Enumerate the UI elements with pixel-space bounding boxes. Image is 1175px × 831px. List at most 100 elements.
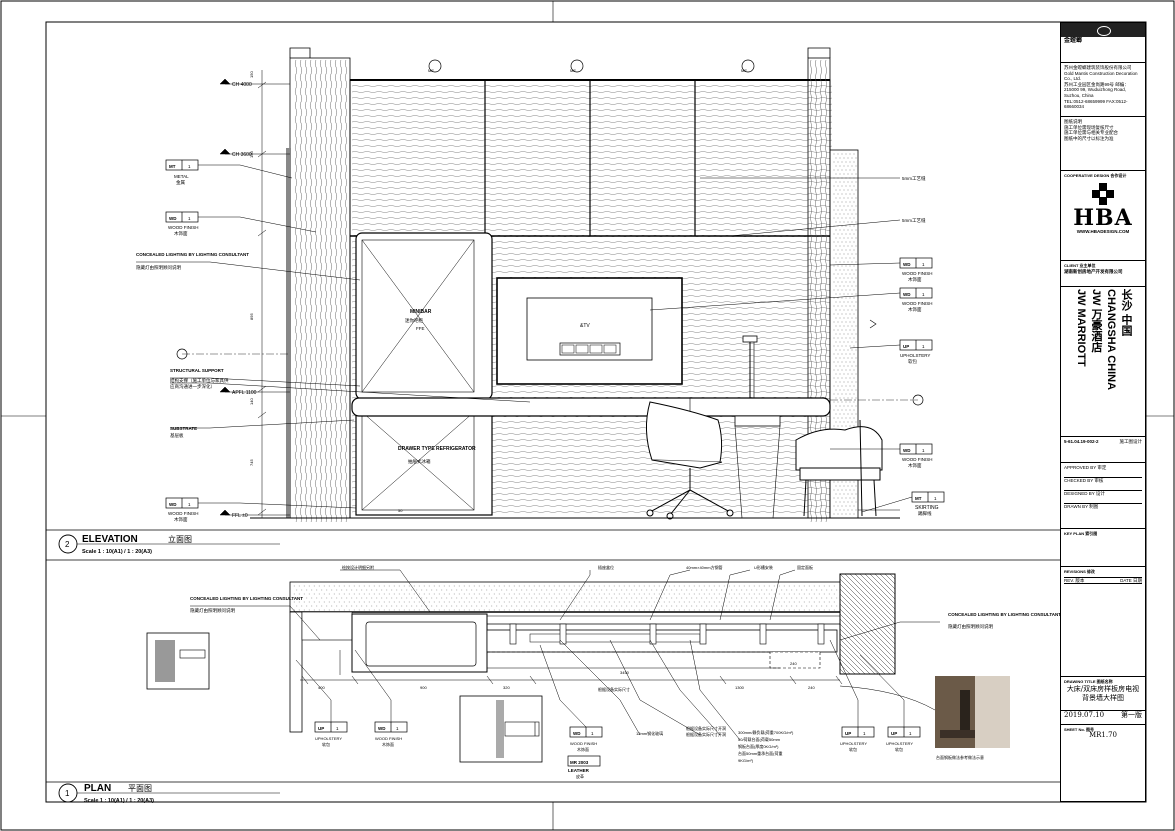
checked-label: CHECKED BY 审核: [1064, 478, 1142, 491]
tag-right-code-4: MT: [915, 496, 922, 501]
plan-tag-label-2: WOOD FINISH: [570, 741, 597, 746]
client-label: CLIENT 业主单位: [1064, 263, 1096, 268]
armchair: [795, 419, 883, 517]
plan-mr-tag: MR 2003: [570, 760, 589, 765]
key-plan-label: KEY PLAN 索引图: [1064, 531, 1098, 536]
plan-leather-cn: 皮革: [576, 773, 584, 779]
label-concealed-lighting-plan-right-cn: 隐藏灯由照明顾问说明: [948, 623, 993, 630]
project-stage: 施工图设计: [1119, 439, 1143, 444]
company-logo-band: [1061, 23, 1145, 37]
dim-left-0: 150: [249, 71, 254, 78]
date-label: DATE 日期: [1120, 577, 1142, 583]
label-wood-finish-r3: WOOD FINISH: [902, 457, 933, 462]
drawing-issue: 第一版: [1121, 711, 1142, 719]
key-plan-cell: KEY PLAN 索引图: [1061, 529, 1145, 567]
plan-tag-label-3: UPHOLSTERY: [840, 741, 867, 746]
tag-right-code-1: WD: [903, 292, 911, 297]
project-cn-2: 长沙 中国: [1120, 289, 1132, 337]
elevation-title-cn: 立面图: [168, 534, 192, 544]
label-ffe: FFE: [416, 326, 425, 331]
note-3: 图纸中的尺寸以标注为准: [1064, 135, 1114, 141]
dim-left-3: 745: [249, 459, 254, 466]
label-wood-finish-r0: WOOD FINISH: [902, 271, 933, 276]
label-upholstery-r-cn: 软包: [908, 358, 917, 365]
plan-leader-bottom-1: 根据设备实际尺寸开洞: [686, 725, 726, 731]
plan-leather: LEATHER: [568, 768, 590, 773]
client-name: 湖南新创房地产开发有限公司: [1064, 268, 1123, 274]
label-skirting-cn: 踢脚线: [918, 510, 932, 517]
tag-left-num-2: 1: [188, 502, 191, 507]
company-tel: TEL:0512-68659999 FAX:0512-68660034: [1064, 98, 1128, 110]
client-cell: CLIENT 业主单位 湖南新创房地产开发有限公司: [1061, 261, 1145, 287]
plan-tag-num-1: 1: [396, 726, 399, 731]
plan-dim-5: 240: [790, 661, 797, 666]
project-en-2: CHANGSHA CHINA: [1105, 289, 1117, 391]
date-cell: 2019.07.10 第一版: [1061, 711, 1145, 725]
plan-leader-top-3: U形槽安装: [754, 564, 773, 570]
tag-left-code-2: WD: [169, 502, 177, 507]
label-structural-cn: 结构支撑（施工单位与家具供应商沟通进一步深化）: [170, 378, 229, 389]
plan-leader-top-4: 固定面板: [797, 564, 813, 570]
company-logo-text: 金螳螂: [1064, 38, 1083, 44]
label-wood-finish-left-2: WOOD FINISH: [168, 511, 199, 516]
company-en: Gold Mantis Construction Decoration Co.,…: [1064, 70, 1138, 82]
plan-leader-bottom-4: 50/荷载台面(荷载50mm: [738, 736, 781, 742]
label-metal: METAL: [174, 174, 189, 179]
plan-leader-bottom-6: 台面50mm重承台面(荷重: [738, 750, 782, 756]
plan-tag-label-cn-1: 木饰面: [382, 741, 394, 747]
plan-tag-code-4: UP: [891, 731, 897, 736]
elevation-number: 2: [65, 540, 70, 549]
plan-leader-bottom-7: 9KG/m²): [738, 758, 754, 763]
plan-tag-code-2: WD: [573, 731, 581, 736]
plan-tag-num-0: 1: [336, 726, 339, 731]
level-ch-3600: CH 3600: [232, 152, 252, 158]
plan-dim-3: 3450: [620, 670, 630, 675]
tag-left-code-1: WD: [169, 216, 177, 221]
photo-caption: 台面钢板做法参考做法示意: [936, 754, 984, 760]
hba-logo: HBA: [1073, 204, 1133, 231]
label-drawer-fridge: DRAWER TYPE REFRIGERATOR: [398, 446, 476, 452]
plan-tag-num-2: 1: [591, 731, 594, 736]
designed-label: DESIGNED BY 设计: [1064, 491, 1142, 504]
plan-tag-code-0: UP: [318, 726, 324, 731]
label-wood-finish-left-2-cn: 木饰面: [174, 516, 188, 523]
tag-left-num-1: 1: [188, 216, 191, 221]
title-block: 金螳螂 苏州金螳螂建筑装饰股份有限公司 Gold Mantis Construc…: [1060, 22, 1146, 802]
plan-title: PLAN: [84, 783, 111, 794]
signature-cell: APPROVED BY 审定 CHECKED BY 审核 DESIGNED BY…: [1061, 463, 1145, 529]
section-ref-2: ME: [741, 68, 747, 73]
plan-tag-label-cn-0: 软包: [322, 741, 330, 747]
company-cn: 苏州金螳螂建筑装饰股份有限公司: [1064, 65, 1132, 70]
level-ch-4000: CH 4000: [232, 82, 252, 88]
note-1: 施工单位需现场复核尺寸: [1064, 124, 1114, 130]
plan-tag-code-3: UP: [845, 731, 851, 736]
plan-tag-label-0: UPHOLSTERY: [315, 736, 342, 741]
plan-dim-0: 400: [318, 685, 325, 690]
level-ffl: FFL ±0: [232, 513, 248, 519]
cooperative-label: COOPERATIVE DESIGN 合作设计: [1064, 173, 1127, 178]
plan-scale: Scale 1 : 10(A1) / 1 : 20(A3): [84, 798, 154, 804]
plan-number: 1: [65, 789, 70, 798]
elevation-title-block: [46, 529, 1060, 561]
tag-right-code-3: WD: [903, 448, 911, 453]
elevation-drawing: [136, 47, 945, 523]
approved-label: APPROVED BY 审定: [1064, 465, 1142, 478]
tag-right-num-3: 1: [922, 448, 925, 453]
label-wood-finish-left-cn: 木饰面: [174, 230, 188, 237]
plan-tag-num-4: 1: [909, 731, 912, 736]
note-0: 图纸说明: [1064, 119, 1082, 124]
plan-tag-code-1: WD: [378, 726, 386, 731]
label-concealed-lighting-elev-cn: 隐藏灯由照明顾问说明: [136, 264, 181, 271]
label-tv: &TV: [580, 323, 590, 329]
label-wood-finish-r1: WOOD FINISH: [902, 301, 933, 306]
revisions-cell: REVISIONS 修改 REV. 版本 DATE 日期: [1061, 567, 1145, 677]
tag-right-code-0: WD: [903, 262, 911, 267]
hba-site: WWW.HBADESIGN.COM: [1076, 228, 1130, 234]
plan-leader-bottom-3: 300mm/静负载(荷重700KG/m²): [738, 729, 794, 735]
drawing-title-cell: DRAWING TITLE 图纸名称 大床/双床房样板房电视背景墙大样图: [1061, 677, 1145, 711]
plan-leader-top-2: 40mm×40mm方钢管: [686, 564, 723, 570]
plan-drawing: [146, 569, 1010, 767]
tag-right-num-0: 1: [922, 262, 925, 267]
label-wood-finish-r0-cn: 木饰面: [908, 276, 922, 283]
drawing-date: 2019.07.10: [1064, 711, 1105, 719]
